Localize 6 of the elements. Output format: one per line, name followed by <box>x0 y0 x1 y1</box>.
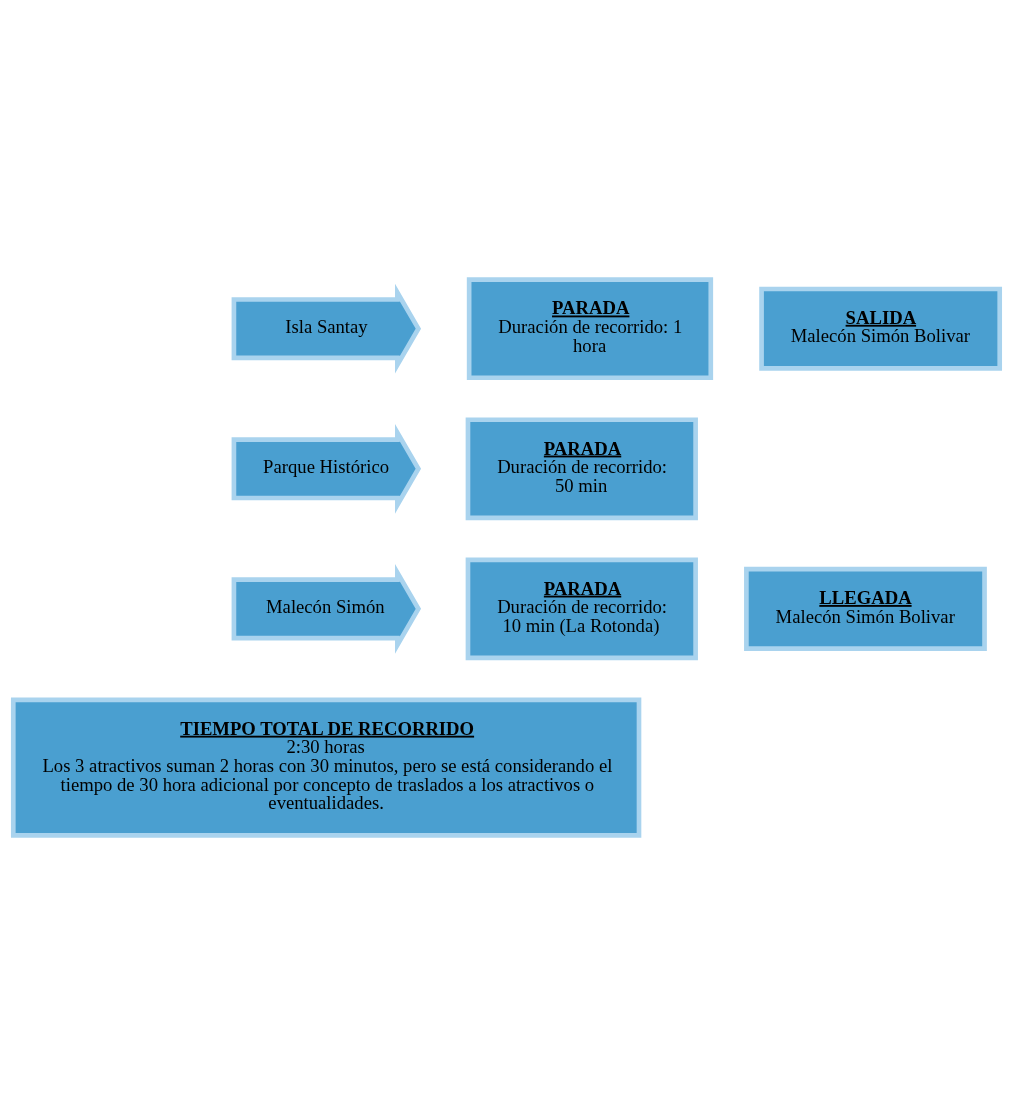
node-box: PARADA Duración de recorrido: 50 min <box>465 417 698 521</box>
node-box: TIEMPO TOTAL DE RECORRIDO 2:30 horas Los 3 atractivos suman 2 horas con 30 minutos, pero se está considerando el tiempo de 30 hora adicional por concepto de traslados a los atractivos o eventualidades. <box>10 697 642 838</box>
node-box: PARADA Duración de recorrido: 10 min (La Rotonda) <box>465 557 698 661</box>
node-box: LLEGADA Malecón Simón Bolivar <box>744 566 987 651</box>
node-box: SALIDA Malecón Simón Bolivar <box>759 286 1003 371</box>
node-box: PARADA Duración de recorrido: 1 hora <box>466 277 714 381</box>
